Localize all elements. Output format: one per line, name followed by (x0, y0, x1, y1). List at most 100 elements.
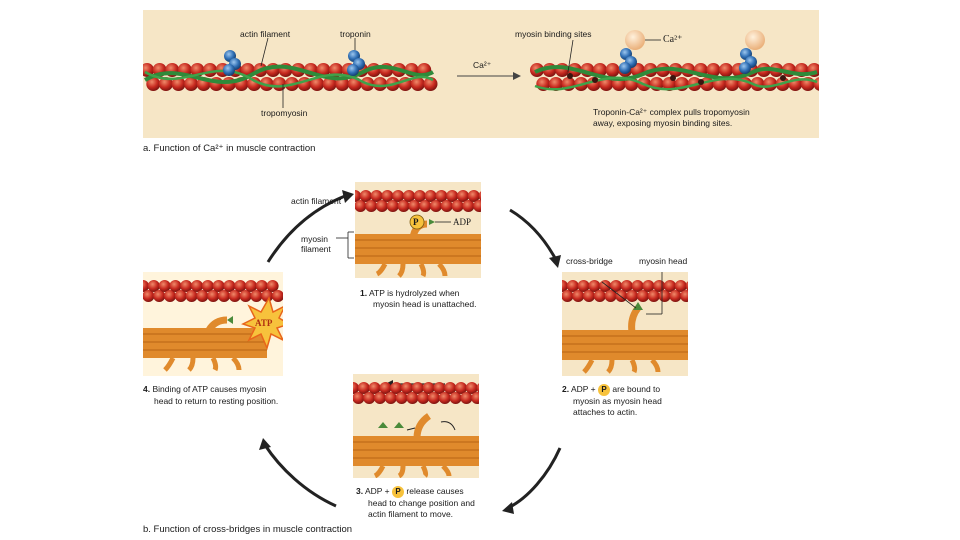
actin-bead (376, 200, 388, 212)
myosin-head (205, 316, 228, 332)
actin-bead (446, 190, 459, 202)
actin-bead (322, 77, 337, 91)
actin-bead (647, 290, 660, 302)
actin-bead (353, 382, 359, 394)
atp-burst-icon (241, 296, 283, 351)
step-2-text-line2: myosin as myosin head (573, 396, 662, 406)
actin-bead (424, 190, 437, 202)
actin-bead (185, 290, 198, 302)
actin-bead (381, 190, 394, 202)
actin-bead (245, 280, 257, 292)
myosin-filament (353, 436, 479, 478)
actin-filament (562, 280, 688, 302)
actin-bead (146, 77, 161, 91)
actin-bead (316, 63, 331, 77)
myosin-binding-sites-label: myosin binding sites (515, 29, 592, 39)
actin-bead (419, 200, 432, 212)
actin-bead (207, 290, 220, 302)
actin-bead (599, 280, 612, 292)
step-3-text-line3: actin filament to move. (368, 509, 454, 519)
actin-bead (428, 392, 440, 404)
myosin-filament (143, 328, 267, 372)
actin-bead (153, 290, 166, 302)
actin-bead (642, 280, 655, 292)
actin-bead (247, 77, 262, 91)
myosin-binding-sites (567, 73, 786, 85)
actin-bead (373, 77, 388, 91)
actin-bead (212, 280, 225, 292)
actin-bead (355, 200, 367, 212)
step-3-illustration (353, 374, 479, 478)
actin-bead (353, 392, 365, 404)
actin-bead (449, 392, 462, 404)
actin-bead (413, 190, 426, 202)
actin-bead (223, 280, 236, 292)
actin-bead (218, 290, 230, 302)
actin-bead (147, 280, 160, 292)
actin-filament (353, 382, 479, 404)
actin-bead (184, 77, 199, 91)
actin-filament-label-a: actin filament (240, 29, 291, 39)
actin-bead (476, 383, 479, 393)
actin-bead (725, 77, 740, 91)
actin-bead (444, 382, 457, 394)
actin-bead (658, 290, 671, 302)
actin-bead (566, 280, 579, 292)
adp-icon (429, 219, 435, 225)
actin-bead (201, 280, 214, 292)
actin-bead (422, 382, 435, 394)
actin-bead (451, 200, 464, 212)
actin-bead (467, 190, 480, 202)
actin-bead (410, 77, 425, 91)
troponin-complex-left-2 (347, 50, 365, 76)
actin-bead (143, 290, 155, 302)
actin-bead (471, 392, 479, 404)
step-3-text-line1: 3. ADP + P release causes (356, 486, 464, 498)
tropomyosin-strand-right-2 (534, 76, 818, 91)
step-4-text-line1: 4. Binding of ATP causes myosin (143, 384, 267, 394)
panel-a-background: actin filament troponin tropomyosin Ca²⁺… (143, 10, 819, 138)
actin-bead (610, 280, 622, 292)
actin-bead (438, 392, 451, 404)
actin-bead (626, 290, 639, 302)
actin-bead (359, 190, 372, 202)
actin-bead (620, 280, 633, 292)
actin-bead (430, 200, 442, 212)
myosin-filament (562, 330, 688, 374)
actin-bead (706, 63, 721, 77)
actin-bead (379, 382, 392, 394)
step-3-text-line2: head to change position and (368, 498, 475, 508)
troponin-ca-complex-1 (619, 30, 645, 74)
cross-bridge-label: cross-bridge (566, 256, 613, 266)
cross-bridge-head (628, 305, 641, 333)
step-2-text-line3: attaches to actin. (573, 407, 638, 417)
p-label-step1: P (413, 217, 419, 227)
actin-bead (272, 290, 283, 302)
actin-bead (423, 77, 438, 91)
actin-bead (368, 382, 381, 394)
actin-bead (228, 290, 241, 302)
actin-filament (355, 190, 481, 212)
step-4-text-line2: head to return to resting position. (154, 396, 279, 406)
complex-description-line2: away, exposing myosin binding sites. (593, 118, 733, 128)
actin-bead (460, 392, 473, 404)
actin-bead (669, 290, 682, 302)
adp-label-step1: ADP (453, 217, 472, 227)
actin-bead (395, 392, 408, 404)
actin-bead (435, 190, 448, 202)
actin-bead (397, 200, 410, 212)
actin-bead (370, 190, 383, 202)
myosin-filament-label-2: filament (301, 244, 331, 254)
complex-description-line1: Troponin-Ca²⁺ complex pulls tropomyosin (593, 107, 750, 117)
actin-bead (374, 392, 386, 404)
actin-bead (588, 280, 601, 292)
actin-bead (164, 290, 176, 302)
actin-filament (143, 280, 283, 302)
actin-bead (384, 392, 397, 404)
actin-bead (478, 191, 481, 201)
actin-bead (143, 280, 149, 292)
actin-bead (408, 200, 421, 212)
actin-bead (605, 63, 620, 77)
troponin-complex-left-1 (223, 50, 241, 76)
actin-bead (234, 280, 247, 292)
